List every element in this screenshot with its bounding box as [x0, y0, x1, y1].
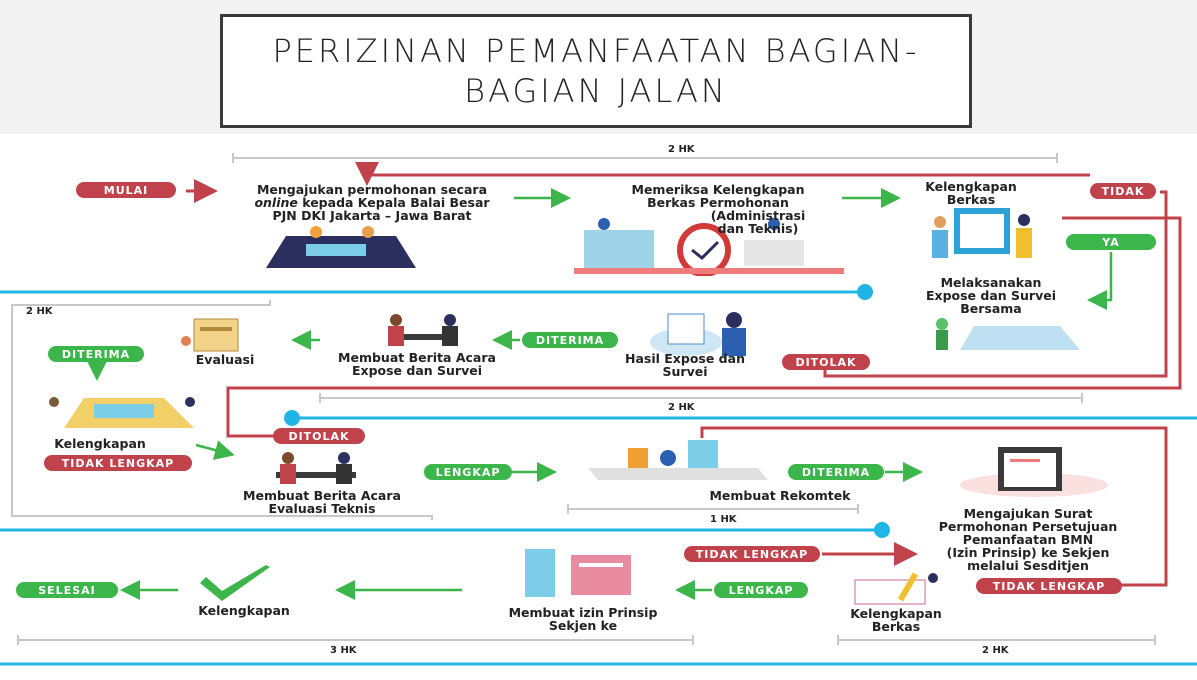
illustration-principle-permit	[525, 549, 631, 597]
illustration-technical-report	[276, 452, 356, 484]
step-complete-files-2: Kelengkapan Berkas	[850, 606, 942, 634]
step-principle-permit: Membuat izin Prinsip Sekjen ke	[508, 605, 658, 633]
illustration-complete-files	[932, 208, 1032, 258]
step-evaluation: Evaluasi	[195, 352, 255, 367]
title-line-1: PERIZINAN PEMANFAATAN BAGIAN-	[272, 32, 920, 70]
page-title: PERIZINAN PEMANFAATAN BAGIAN- BAGIAN JAL…	[272, 31, 919, 111]
duration-bars	[17, 153, 1156, 645]
illustration-survey-result	[650, 312, 746, 356]
duration-rekomtek: 1 HK	[710, 514, 737, 525]
badge-ya: YA	[1066, 234, 1156, 250]
badge-lengkap-2: LENGKAP	[714, 582, 808, 598]
title-line-2: BAGIAN JALAN	[464, 72, 728, 110]
step-online-application: Mengajukan permohonan secara online kepa…	[254, 182, 490, 223]
badge-ditolak-1: DITOLAK	[782, 354, 870, 370]
badge-tidak-lengkap-1: TIDAK LENGKAP	[44, 455, 192, 471]
step-expose-survey: Melaksanakan Expose dan Survei Bersama	[925, 275, 1057, 316]
illustration-letter-request	[960, 447, 1108, 497]
illustration-meeting-report	[388, 314, 458, 346]
step-final-completeness: Kelengkapan	[198, 603, 290, 618]
illustration-online-application	[266, 226, 416, 268]
step-rekomtek: Membuat Rekomtek	[709, 488, 851, 503]
step-check-documents: Memeriksa Kelengkapan Berkas Permohonan …	[631, 182, 806, 236]
duration-top: 2 HK	[668, 144, 695, 155]
illustration-evaluation	[181, 318, 239, 352]
illustration-check-documents	[574, 218, 844, 276]
badge-lengkap-1: LENGKAP	[424, 464, 512, 480]
badge-diterima-2: DITERIMA	[48, 346, 144, 362]
step-survey-result: Hasil Expose dan Survei	[625, 351, 745, 379]
illustration-completeness	[49, 397, 195, 428]
step-complete-files: Kelengkapan Berkas	[925, 179, 1017, 207]
duration-bottom-left: 3 HK	[330, 645, 357, 656]
badge-tidak-lengkap-2: TIDAK LENGKAP	[684, 546, 820, 562]
step-technical-report: Membuat Berita Acara Evaluasi Teknis	[243, 488, 401, 516]
badge-tidak: TIDAK	[1090, 183, 1156, 199]
badge-selesai: SELESAI	[16, 582, 118, 598]
step-expose-report: Membuat Berita Acara Expose dan Survei	[338, 350, 496, 378]
illustration-rekomtek	[588, 440, 768, 480]
duration-bottom-right: 2 HK	[982, 645, 1009, 656]
illustration-expose-survey	[936, 318, 1080, 350]
check-icon	[200, 565, 270, 601]
badge-diterima-3: DITERIMA	[788, 464, 884, 480]
badge-mulai: MULAI	[76, 182, 176, 198]
badge-ditolak-2: DITOLAK	[273, 428, 365, 444]
step-completeness: Kelengkapan	[54, 436, 146, 451]
step-letter-request: Mengajukan Surat Permohonan Persetujuan …	[938, 506, 1118, 573]
badge-diterima-1: DITERIMA	[522, 332, 618, 348]
duration-left: 2 HK	[26, 306, 53, 317]
title-box: PERIZINAN PEMANFAATAN BAGIAN- BAGIAN JAL…	[220, 14, 972, 128]
illustration-complete-files-2	[854, 572, 938, 605]
duration-mid: 2 HK	[668, 402, 695, 413]
badge-tidak-lengkap-3: TIDAK LENGKAP	[976, 578, 1122, 594]
